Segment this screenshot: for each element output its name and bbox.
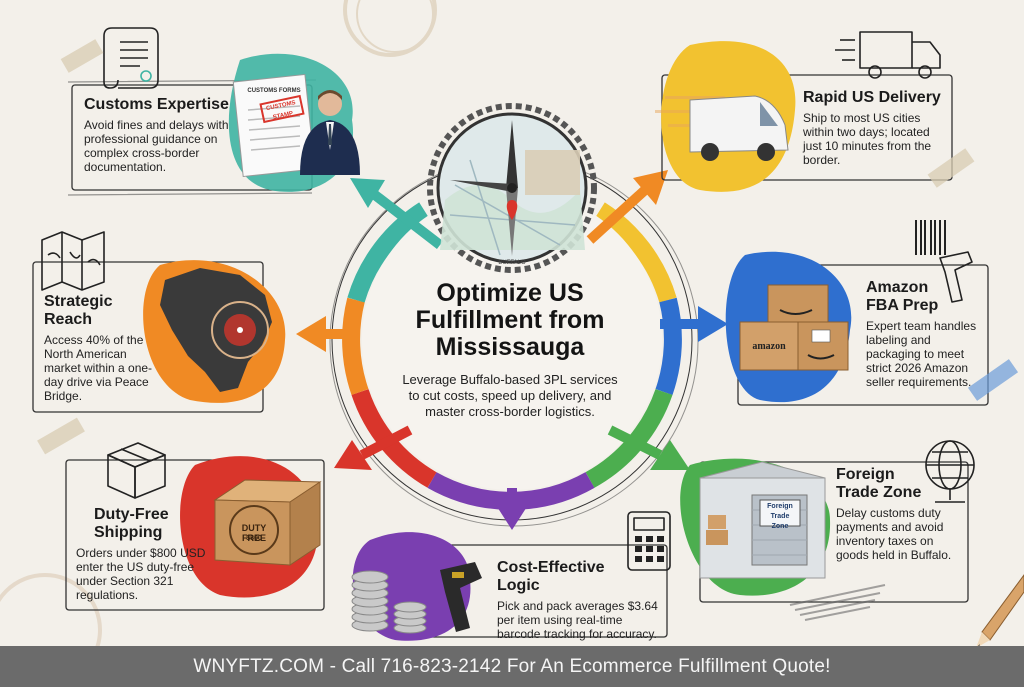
folded-map-icon xyxy=(41,231,105,291)
pencil-decoration xyxy=(976,574,1024,650)
duty-free-stamp-sub: $800 xyxy=(246,535,262,542)
document-scroll-icon xyxy=(103,27,159,89)
card-body: Pick and pack averages $3.64 per item us… xyxy=(497,599,658,641)
card-body: Avoid fines and delays with professional… xyxy=(84,118,229,174)
customs-form-label: CUSTOMS FORMS xyxy=(247,88,301,94)
arrow-teal-customs xyxy=(350,178,444,249)
card-duty-free-shipping: Duty-Free Shipping Orders under $800 USD… xyxy=(76,506,206,602)
footer-banner[interactable]: WNYFTZ.COM - Call 716-823-2142 For An Ec… xyxy=(0,646,1024,687)
card-title: Foreign Trade Zone xyxy=(836,466,922,501)
ring-segment-orange xyxy=(342,297,369,395)
card-body: Expert team handles labeling and packagi… xyxy=(866,319,977,389)
hub-subtitle: Leverage Buffalo-based 3PL services to c… xyxy=(402,372,618,419)
arrow-green-ftz xyxy=(607,425,690,470)
card-cost-effective-logic: Cost-Effective Logic Pick and pack avera… xyxy=(497,559,665,641)
globe-icon xyxy=(925,440,975,503)
card-strategic-reach: Strategic Reach Access 40% of the North … xyxy=(44,293,156,403)
warehouse-photo xyxy=(699,461,826,579)
ftz-sign-label: Foreign Trade Zone xyxy=(767,503,793,530)
card-customs-expertise: Customs Expertise Avoid fines and delays… xyxy=(84,96,234,174)
north-america-map-photo xyxy=(160,268,272,392)
calculator-icon xyxy=(627,511,671,571)
card-body: Delay customs duty payments and avoid in… xyxy=(836,506,952,562)
delivery-truck-icon xyxy=(835,31,941,79)
blue-tape-decoration xyxy=(967,359,1019,401)
duty-free-stamp-label: DUTY FREE xyxy=(241,523,267,543)
tape-decorations xyxy=(37,39,975,455)
hub-arrows xyxy=(296,170,728,530)
card-title: Cost-Effective Logic xyxy=(497,559,605,594)
card-title: Customs Expertise xyxy=(84,96,229,113)
barcode-scanner-icon xyxy=(915,220,973,303)
ring-segment-blue xyxy=(655,297,682,395)
hub-inner-disc xyxy=(362,190,662,490)
arrow-red-duty xyxy=(334,425,413,470)
arrow-blue-fba xyxy=(660,306,728,342)
coins-scanner-photo xyxy=(351,562,482,634)
charcoal-scribble xyxy=(789,584,886,621)
amazon-box-label: amazon xyxy=(752,341,786,352)
arrow-orange-reach xyxy=(296,316,360,352)
arrow-orange-rapid xyxy=(586,170,668,244)
card-title: Amazon FBA Prep xyxy=(866,279,939,314)
card-foreign-trade-zone: Foreign Trade Zone Delay customs duty pa… xyxy=(836,466,964,562)
card-body: Orders under $800 USD enter the US duty-… xyxy=(76,546,206,602)
coffee-stain-top xyxy=(343,0,437,57)
duty-free-box-photo xyxy=(213,479,322,566)
van-photo xyxy=(655,95,789,161)
compass-map-emblem xyxy=(427,103,597,273)
card-body: Access 40% of the North American market … xyxy=(44,333,153,403)
arrow-purple-cost xyxy=(494,488,530,530)
hub-title: Optimize US Fulfillment from Mississauga xyxy=(415,279,605,361)
card-amazon-fba-prep: Amazon FBA Prep Expert team handles labe… xyxy=(866,279,984,389)
ring-segment-teal xyxy=(347,202,429,303)
card-title: Duty-Free Shipping xyxy=(94,506,169,541)
amazon-boxes-photo xyxy=(739,284,849,371)
package-box-icon xyxy=(107,442,166,499)
customs-photo xyxy=(232,73,360,178)
card-body: Ship to most US cities within two days; … xyxy=(803,111,932,167)
card-title: Strategic Reach xyxy=(44,293,113,328)
card-title: Rapid US Delivery xyxy=(803,89,941,106)
card-rapid-us-delivery: Rapid US Delivery Ship to most US cities… xyxy=(803,89,948,167)
map-city-label: BUFFALO xyxy=(498,260,526,266)
